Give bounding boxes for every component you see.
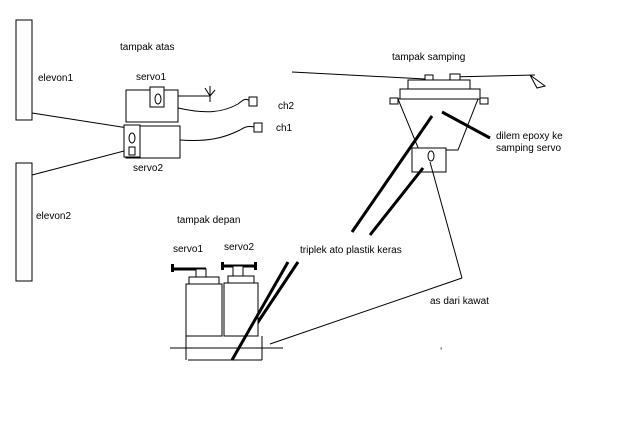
elevon2-rect — [15, 162, 33, 282]
servo2-front-body — [223, 282, 259, 337]
front-plate-strut — [230, 261, 290, 361]
pushrod-elevon2 — [31, 149, 129, 176]
servo1-horn-tick3 — [209, 89, 216, 97]
leader-triplek-1 — [350, 115, 434, 233]
side-tab-left — [389, 97, 399, 105]
servo2-front-spline — [232, 265, 244, 277]
stray-mark: ʼ — [440, 347, 442, 358]
servo1-top — [125, 86, 216, 123]
elevon1-rect — [15, 19, 33, 121]
dilem-label-line2: samping servo — [496, 143, 561, 154]
servo1-front-body — [185, 283, 223, 337]
elevon2-label: elevon2 — [36, 211, 71, 222]
elevon1-part: elevon1 — [15, 19, 73, 121]
side-tab-right — [479, 97, 489, 105]
as-label: as dari kawat — [430, 296, 489, 307]
elevon2-part: elevon2 — [15, 162, 71, 282]
wire-ch2 — [177, 98, 251, 113]
servo2-front-horn-end-right — [254, 262, 257, 270]
servo2-top-label: servo2 — [133, 163, 163, 174]
ch2-connector — [248, 96, 258, 107]
servo2-front-label: servo2 — [224, 242, 254, 253]
servo1-top-label: servo1 — [136, 72, 166, 83]
leader-triplek-2 — [368, 167, 425, 236]
servo2-top-mount — [128, 146, 136, 156]
servo2-top-shaft — [128, 132, 136, 144]
side-control-horn — [529, 74, 547, 89]
side-pushrod-right — [449, 74, 536, 78]
side-servo-flange — [399, 88, 481, 100]
leader-dilem — [441, 110, 491, 140]
ch1-connector — [253, 122, 263, 133]
leader-as-lower — [269, 277, 463, 345]
front-view-title: tampak depan — [177, 215, 240, 226]
dilem-label-line1: dilem epoxy ke — [496, 131, 563, 142]
top-view-title: tampak atas — [120, 42, 174, 53]
servo1-front-label: servo1 — [173, 244, 203, 255]
servo1-front-horn-end — [171, 264, 174, 272]
side-view-title: tampak samping — [392, 52, 465, 63]
side-view-assembly — [291, 71, 547, 173]
ch2-label: ch2 — [278, 101, 295, 112]
servo2-top — [123, 124, 181, 159]
wire-ch1 — [179, 125, 255, 141]
ch1-label: ch1 — [276, 123, 293, 134]
triplek-label: triplek ato plastik keras — [300, 245, 402, 256]
leader-as-upper — [429, 161, 463, 279]
pushrod-elevon1 — [31, 112, 129, 129]
servo1-horn-tick1 — [204, 87, 211, 97]
servo2-front-horn-end-left — [221, 262, 224, 270]
elevon1-label: elevon1 — [38, 73, 73, 84]
servo1-top-shaft — [154, 93, 162, 105]
side-horn-right — [449, 73, 461, 81]
side-servo-shaft — [427, 150, 435, 162]
side-pushrod-left — [291, 71, 426, 80]
servo1-front — [171, 264, 223, 337]
servo2-top-gear — [123, 124, 141, 158]
leader-triplek-3 — [252, 261, 300, 329]
